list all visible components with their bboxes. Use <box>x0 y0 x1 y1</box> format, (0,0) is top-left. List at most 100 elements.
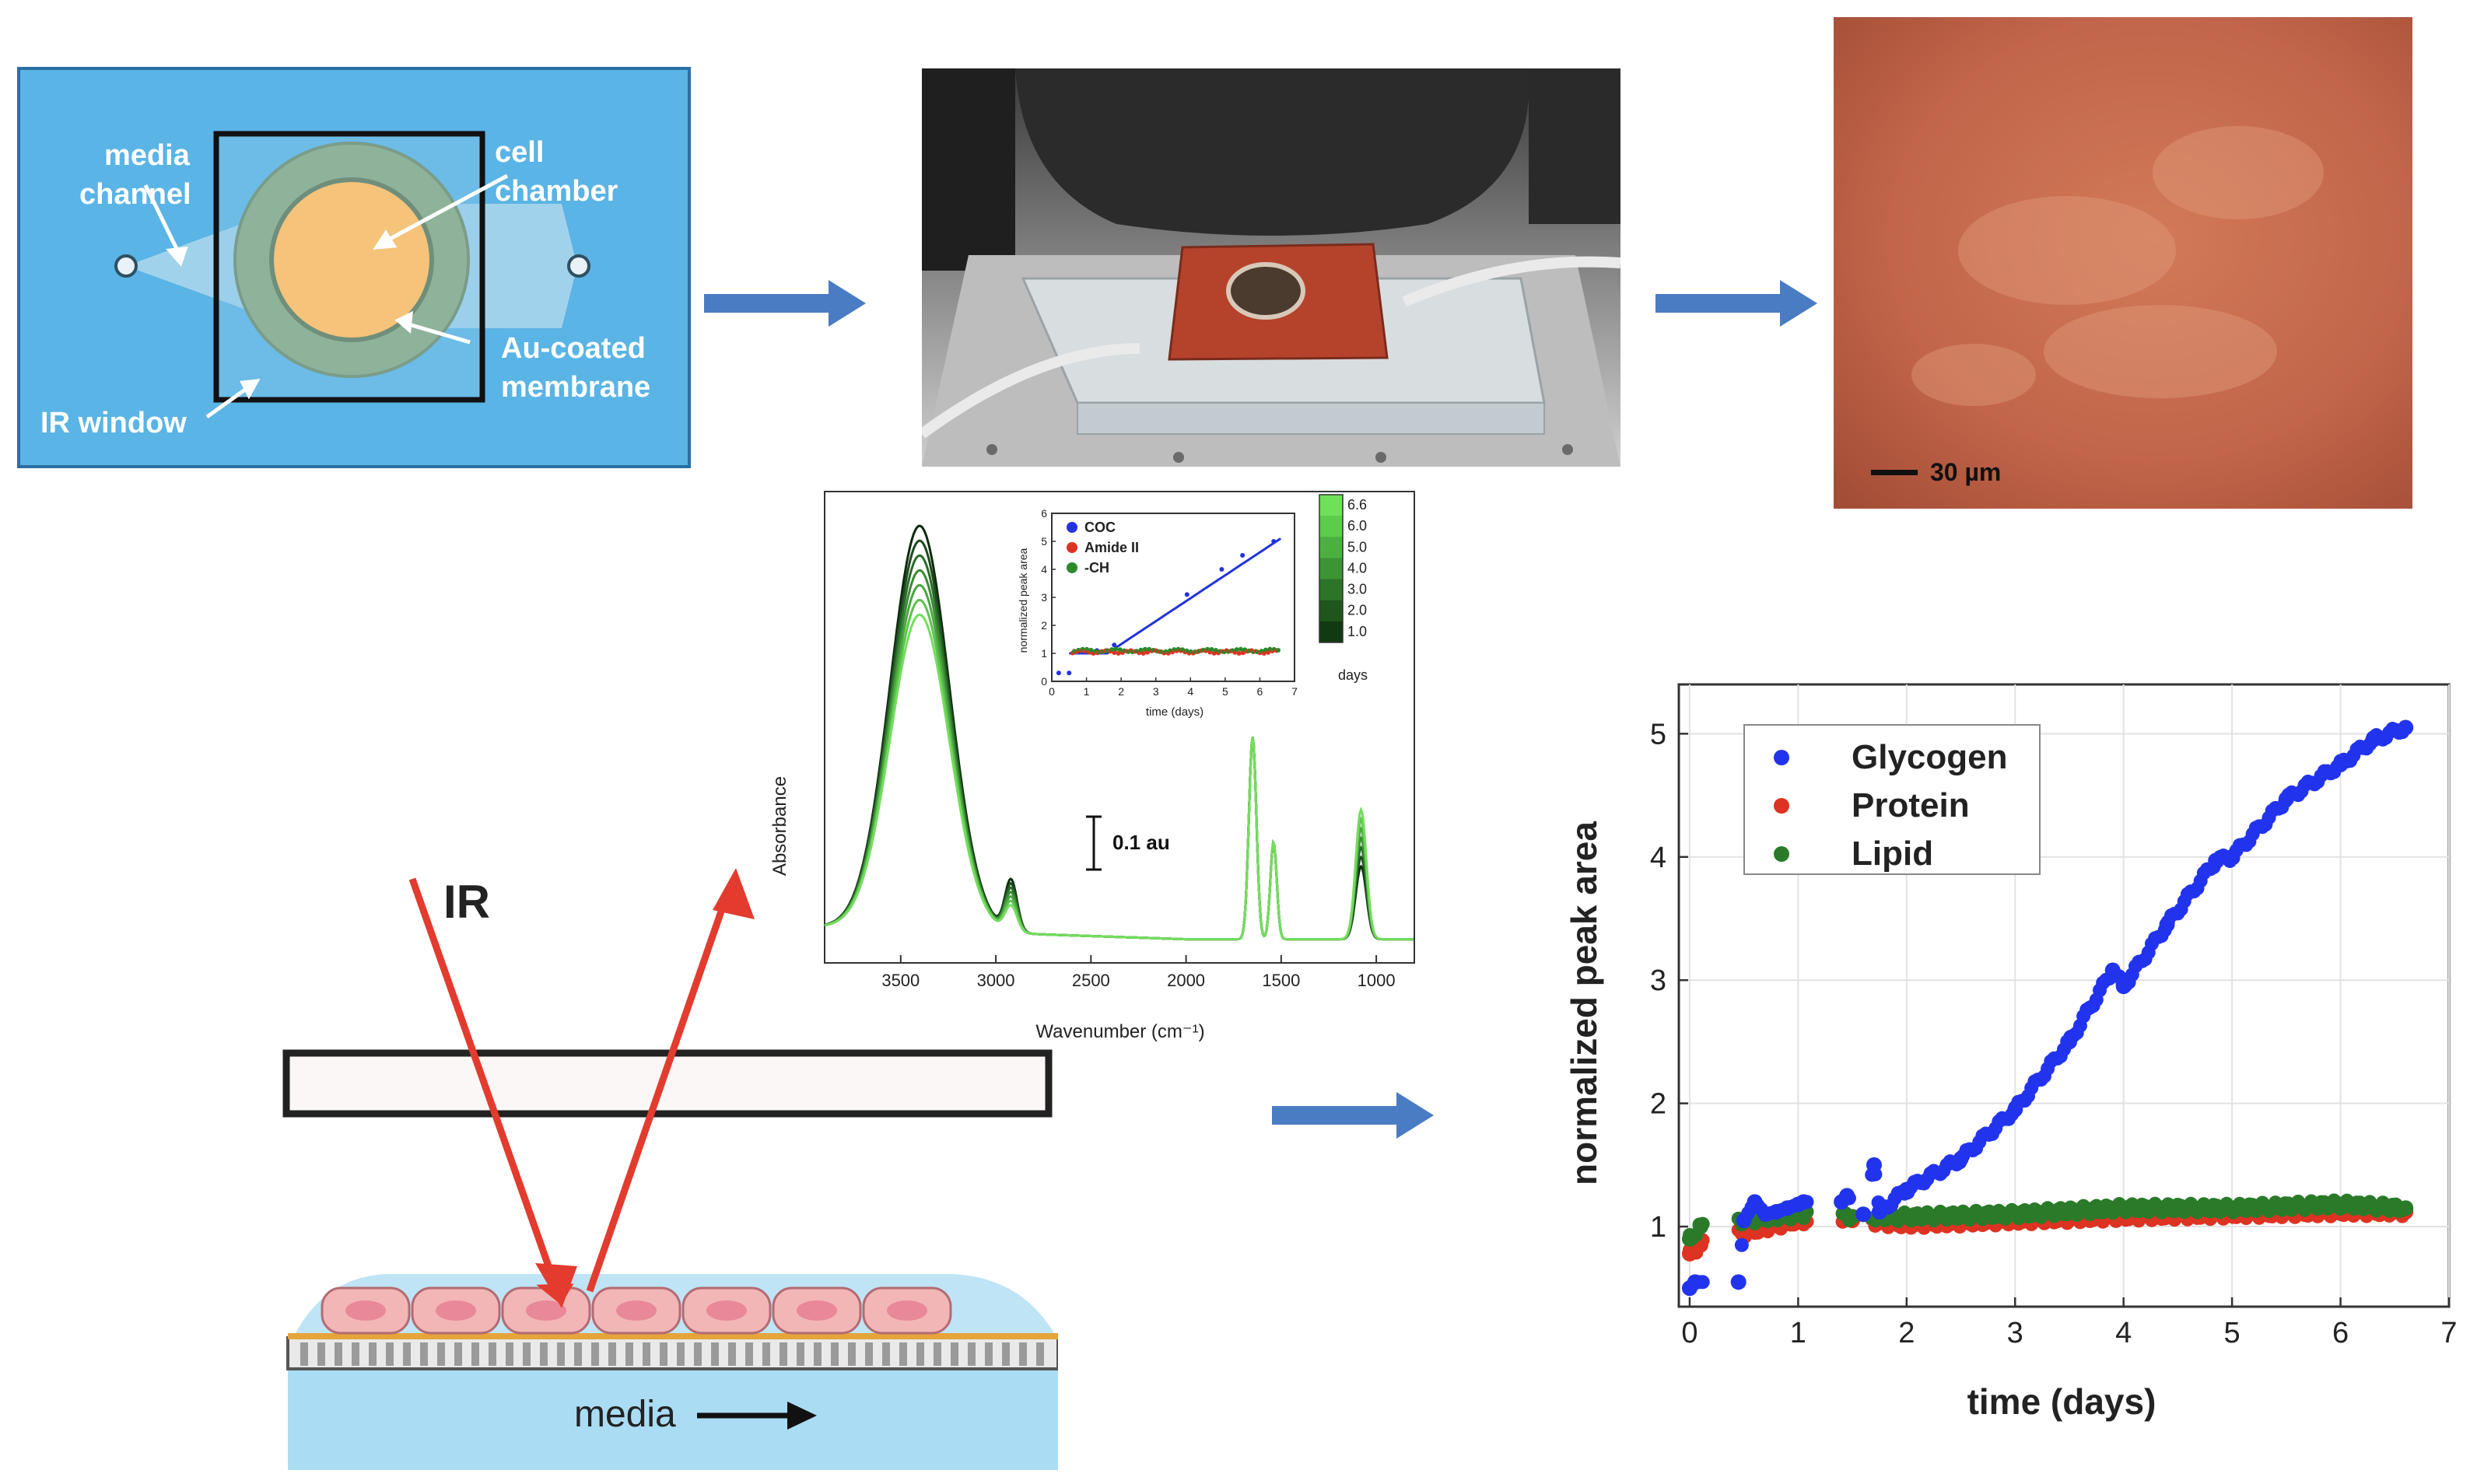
colorbar-tick: 6.0 <box>1347 518 1367 534</box>
colorbar-tick: 2.0 <box>1347 603 1367 618</box>
inset-x-tick: 6 <box>1257 685 1263 698</box>
scale-bar-label: 30 µm <box>1930 458 2001 486</box>
inset-ylabel: normalized peak area <box>1017 548 1029 653</box>
ir-schematic: IR media <box>282 868 1058 1470</box>
inset-coc-point <box>1219 567 1224 572</box>
label-chamber: chamber <box>495 175 618 208</box>
inset-y-tick: 0 <box>1041 675 1047 688</box>
glove <box>1015 68 1529 236</box>
spectrum-curve <box>824 613 1414 941</box>
spectra-x-tick: 3000 <box>977 971 1015 990</box>
kinetics-x-tick: 6 <box>2332 1317 2349 1349</box>
colorbar-tick: 1.0 <box>1347 624 1367 639</box>
data-point <box>1799 1195 1814 1209</box>
cell-chamber-disc <box>269 177 434 342</box>
inset-y-tick: 2 <box>1041 619 1047 632</box>
inlet-port <box>114 254 138 278</box>
inset-ch-point <box>1209 646 1214 652</box>
ir-beam-out-head <box>713 868 755 919</box>
kinetics-xlabel: time (days) <box>1967 1381 2156 1422</box>
kinetics-y-tick: 4 <box>1650 842 1666 874</box>
kinetics-y-tick: 2 <box>1650 1088 1666 1121</box>
cell-row <box>321 1286 952 1335</box>
inset-coc-point <box>1271 539 1277 544</box>
membrane-layer <box>286 1336 1058 1370</box>
outlet-port <box>567 254 590 278</box>
data-point <box>1734 1237 1749 1252</box>
inset-coc-point <box>1240 553 1246 558</box>
device-photo <box>922 68 1620 467</box>
inset-xlabel: time (days) <box>1146 705 1203 719</box>
inset-x-tick: 0 <box>1049 685 1055 698</box>
kinetics-x-tick: 4 <box>2115 1317 2132 1349</box>
micrograph: 30 µm <box>1834 17 2412 509</box>
legend-glycogen: Glycogen <box>1852 738 2008 776</box>
ir-beam-out <box>586 885 734 1293</box>
data-point <box>1841 1213 1856 1227</box>
series-lipid <box>1681 1193 2414 1247</box>
cell <box>321 1286 411 1335</box>
inset-y-tick: 6 <box>1041 507 1047 520</box>
svg-text:COC: COC <box>1084 520 1116 535</box>
data-point <box>1841 1191 1856 1206</box>
spectra-x-tick: 2000 <box>1167 971 1205 990</box>
data-point <box>1731 1275 1746 1290</box>
media-label: media <box>574 1394 676 1435</box>
inset-amide-point <box>1140 650 1146 656</box>
kinetics-x-tick: 7 <box>2440 1317 2457 1349</box>
label-media: media <box>104 139 191 172</box>
data-point <box>1868 1167 1883 1181</box>
scale-bar <box>1871 470 1918 475</box>
data-point <box>1695 1275 1710 1290</box>
chamber-hole <box>1226 262 1305 320</box>
inset-ch-point <box>1138 647 1144 653</box>
au-scale-label: 0.1 au <box>1112 831 1170 854</box>
tubing-left <box>922 343 1140 439</box>
cell <box>411 1286 501 1335</box>
membrane-pores <box>300 1342 1044 1366</box>
ir-beam-in <box>408 877 556 1279</box>
inset-coc-point <box>1184 592 1189 597</box>
label-au-coated: Au-coated <box>501 332 646 365</box>
kinetics-x-tick: 0 <box>1681 1317 1697 1349</box>
inset-y-tick: 4 <box>1041 563 1047 576</box>
inset-legend: COC Amide II -CH <box>1067 520 1139 576</box>
legend-protein: Protein <box>1852 786 1970 824</box>
spectra-x-tick: 2500 <box>1072 971 1110 990</box>
inset-y-tick: 3 <box>1041 591 1047 604</box>
inset-ch-point <box>1276 648 1281 653</box>
spectra-xlabel: Wavenumber (cm⁻¹) <box>1035 1021 1204 1042</box>
colorbar-tick: 6.6 <box>1347 497 1367 513</box>
arrow-device-to-photo <box>704 280 866 327</box>
inset-coc-point <box>1056 670 1061 676</box>
label-membrane: membrane <box>501 371 650 404</box>
kinetics-legend: Glycogen Protein Lipid <box>1743 724 2041 875</box>
days-colorbar: 6.66.05.04.03.02.01.0 <box>1319 494 1367 643</box>
label-cell: cell <box>495 136 544 169</box>
kinetics-y-tick: 1 <box>1650 1211 1666 1244</box>
label-channel: channel <box>79 178 191 211</box>
colorbar-tick: 3.0 <box>1347 582 1367 597</box>
kinetics-x-tick: 2 <box>1898 1317 1915 1349</box>
arrow-spectra-to-kinetics <box>1272 1092 1434 1139</box>
arrow-photo-to-micrograph <box>1655 280 1817 327</box>
inset-ch-point <box>1113 646 1119 652</box>
ir-label: IR <box>443 876 490 928</box>
kinetics-points <box>1681 719 2414 1297</box>
inset-x-tick: 1 <box>1084 685 1090 698</box>
ir-beam-in-head <box>535 1263 577 1308</box>
kinetics-x-tick: 5 <box>2224 1317 2241 1349</box>
kinetics-x-tick: 1 <box>1790 1317 1806 1349</box>
inset-coc-point <box>1112 642 1117 648</box>
spectra-curves <box>824 524 1414 941</box>
tubing-right <box>1402 256 1620 307</box>
svg-text:-CH: -CH <box>1084 560 1109 576</box>
cell <box>772 1286 862 1335</box>
inset-amide-point <box>1236 650 1242 656</box>
inset-x-tick: 2 <box>1118 685 1124 698</box>
device-diagram: media channel cell chamber Au-coated mem… <box>17 67 691 468</box>
inset-ch-point <box>1088 647 1094 653</box>
